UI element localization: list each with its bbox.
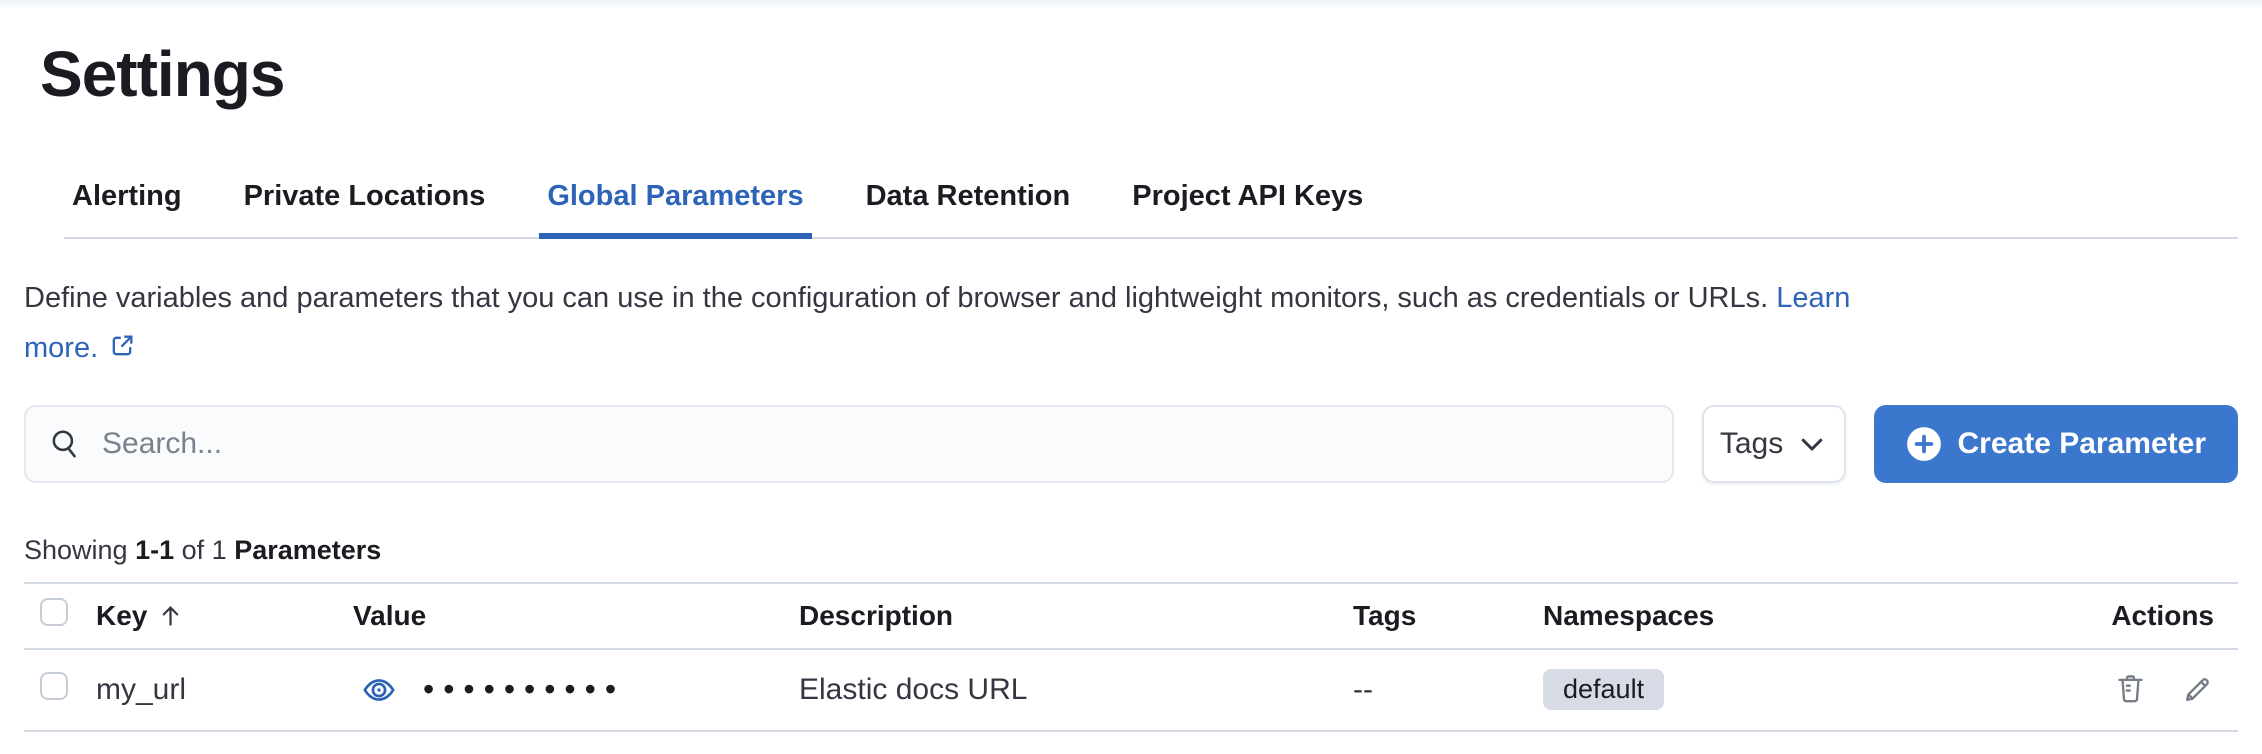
results-summary: Showing 1-1 of 1 Parameters — [24, 535, 2238, 566]
delete-parameter-button[interactable] — [2114, 673, 2147, 706]
eye-icon — [363, 678, 395, 701]
param-tags: -- — [1353, 672, 1373, 706]
column-header-key-label: Key — [96, 599, 148, 631]
description-text: Define variables and parameters that you… — [24, 281, 1769, 314]
summary-noun: Parameters — [234, 534, 382, 565]
search-field[interactable] — [24, 404, 1674, 483]
summary-of: of 1 — [181, 534, 227, 565]
tab-global-parameters[interactable]: Global Parameters — [539, 180, 812, 239]
column-header-value: Value — [353, 599, 427, 631]
page-description: Define variables and parameters that you… — [24, 273, 2238, 373]
summary-showing: Showing — [24, 534, 128, 565]
page-title: Settings — [40, 38, 285, 110]
select-all-checkbox[interactable] — [40, 598, 68, 627]
external-link-icon — [112, 335, 133, 355]
search-icon — [52, 430, 76, 458]
learn-more-link-word2: more. — [24, 331, 99, 364]
param-description: Elastic docs URL — [799, 672, 1028, 706]
pencil-icon — [2186, 678, 2209, 702]
create-parameter-button[interactable]: Create Parameter — [1873, 404, 2238, 483]
column-header-actions: Actions — [2111, 599, 2214, 631]
learn-more-link[interactable]: Learn more. — [24, 282, 1850, 364]
top-divider — [0, 0, 2262, 8]
column-header-key[interactable]: Key — [96, 600, 353, 632]
row-actions — [1900, 673, 2238, 706]
column-header-tags: Tags — [1353, 599, 1417, 631]
tags-filter-label: Tags — [1719, 426, 1784, 460]
param-value-masked: •••••••••• — [423, 671, 626, 708]
param-key: my_url — [96, 672, 187, 706]
summary-range: 1-1 — [135, 534, 175, 565]
table-header-row: Key Value Description Tags Namespaces Ac… — [24, 582, 2238, 649]
sort-ascending-icon — [163, 606, 179, 626]
column-header-namespaces: Namespaces — [1543, 599, 1715, 631]
param-value-cell: •••••••••• — [353, 671, 799, 708]
column-header-description: Description — [799, 599, 954, 631]
search-input[interactable] — [102, 426, 1650, 461]
tab-alerting[interactable]: Alerting — [72, 179, 182, 212]
toolbar: Tags Create Parameter — [24, 404, 2238, 483]
chevron-down-icon — [1801, 438, 1823, 451]
edit-parameter-button[interactable] — [2181, 673, 2214, 706]
plus-in-circle-icon — [1906, 426, 1941, 461]
trash-icon — [2118, 675, 2143, 703]
tab-private-locations[interactable]: Private Locations — [243, 179, 486, 212]
tab-project-api-keys[interactable]: Project API Keys — [1132, 179, 1364, 212]
settings-page: Settings Alerting Private Locations Glob… — [0, 38, 2262, 732]
tab-data-retention[interactable]: Data Retention — [865, 179, 1071, 212]
row-checkbox[interactable] — [40, 671, 68, 700]
settings-tabs: Alerting Private Locations Global Parame… — [64, 180, 2238, 239]
reveal-value-button[interactable] — [353, 672, 397, 708]
table-row: my_url •••••••••• Elastic docs UR — [24, 649, 2238, 731]
parameters-table: Key Value Description Tags Namespaces Ac… — [24, 582, 2238, 732]
tags-filter-button[interactable]: Tags — [1701, 404, 1846, 483]
namespace-badge: default — [1543, 669, 1665, 711]
create-parameter-label: Create Parameter — [1957, 426, 2206, 460]
learn-more-link-word1: Learn — [1776, 281, 1851, 314]
